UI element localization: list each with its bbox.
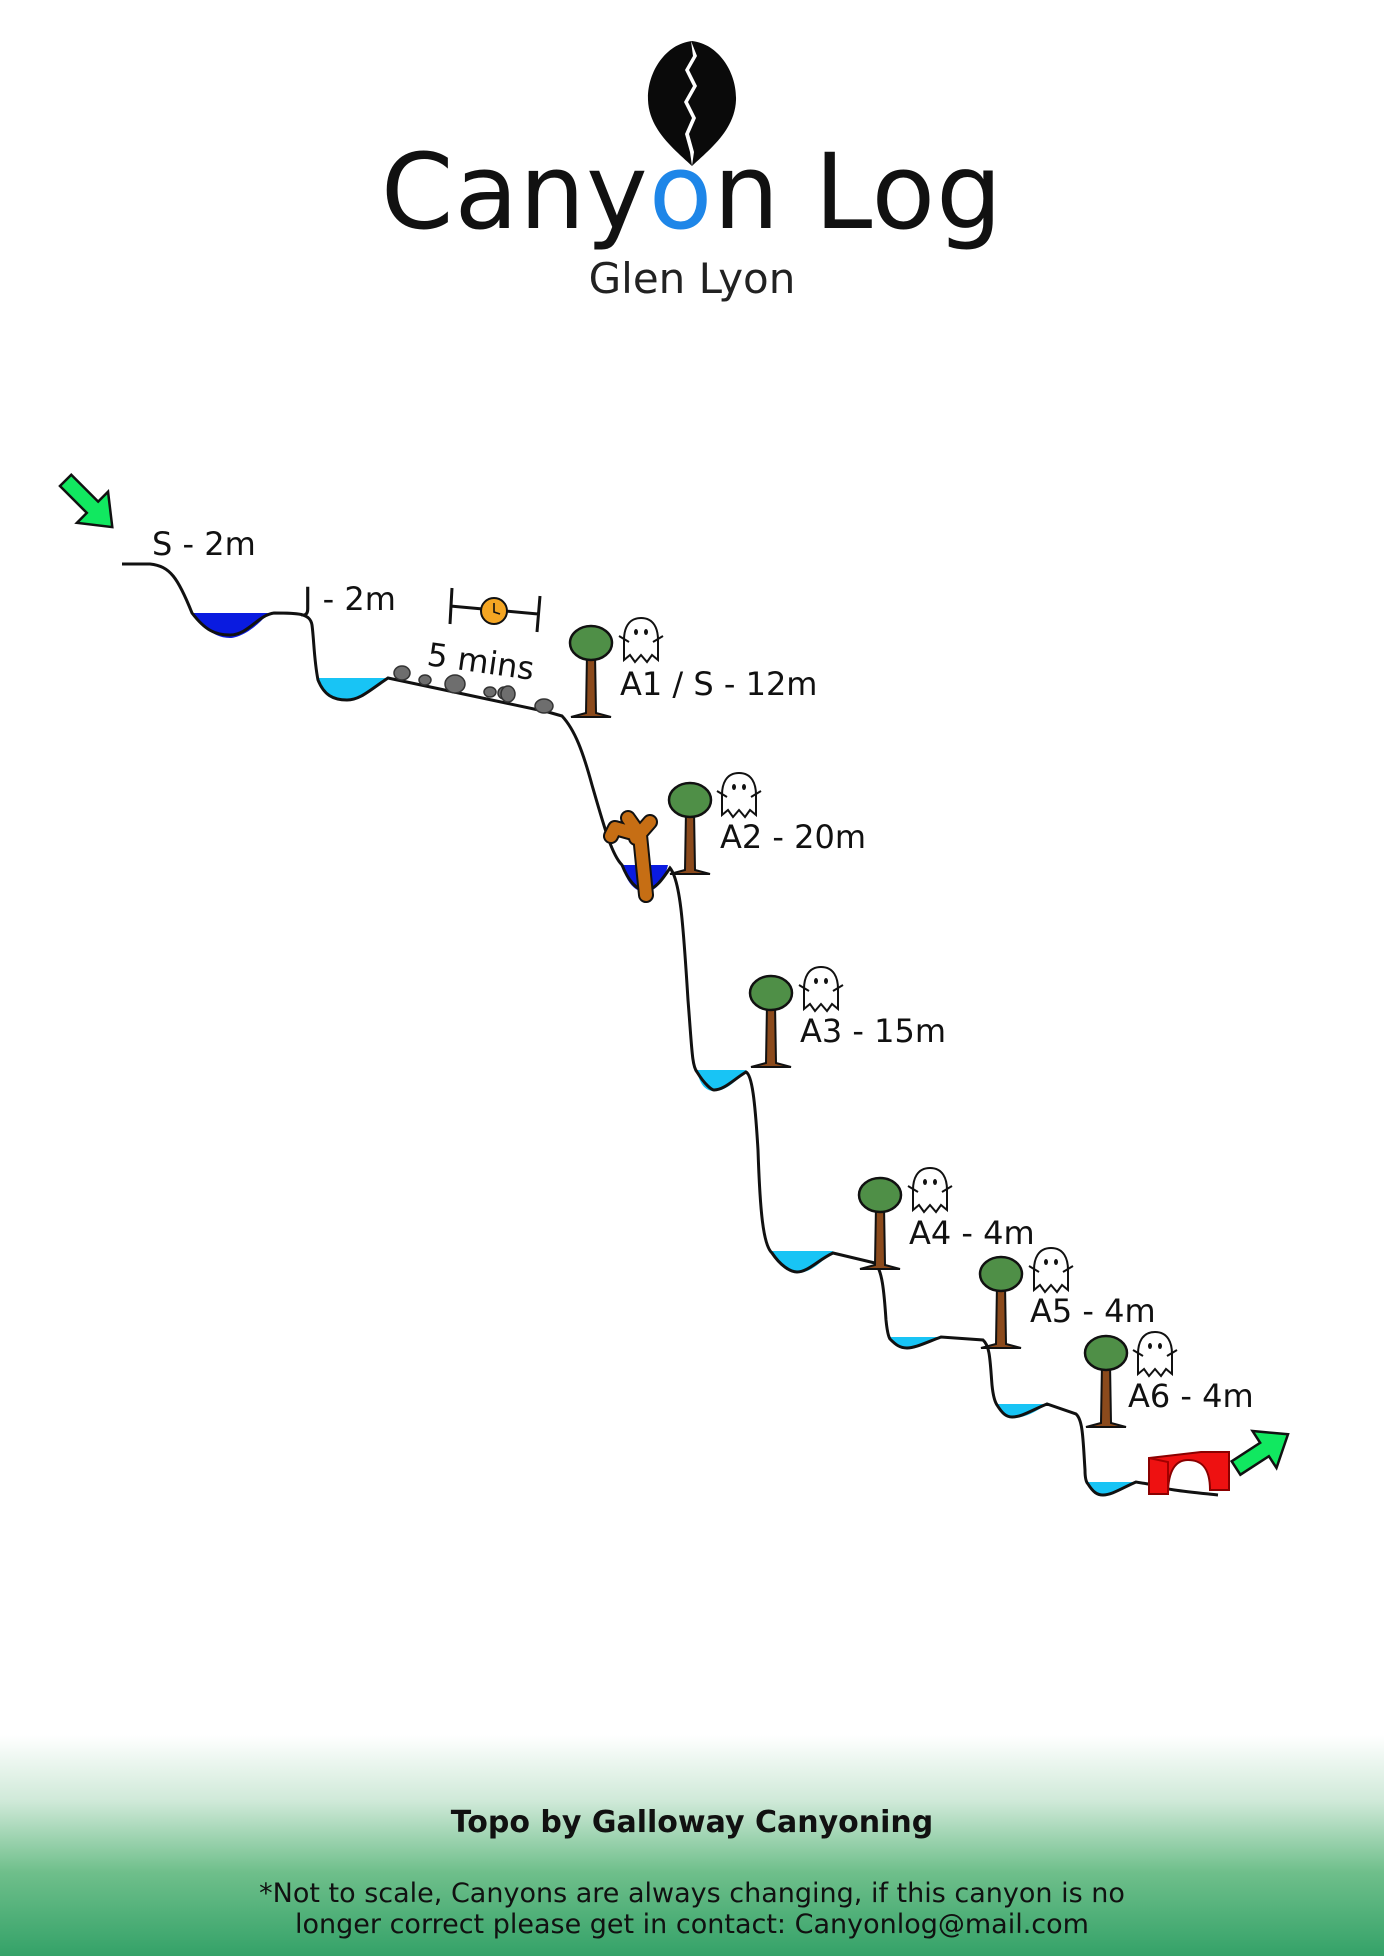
disclaimer-note: *Not to scale, Canyons are always changi… [0,1878,1384,1940]
ghost-icon [618,617,664,663]
disclaimer-line-1: *Not to scale, Canyons are always changi… [259,1878,1125,1909]
label-a6: A6 - 4m [1128,1377,1254,1415]
clock-icon [448,587,542,633]
exit-arrow-icon [1229,1429,1290,1477]
canyon-log-logo-icon [647,41,737,166]
page-subtitle: Glen Lyon [588,254,796,303]
ghost-icon [1028,1247,1074,1293]
label-s1: S - 2m [152,525,256,563]
pools [192,613,1136,1495]
log-jam-icon [603,810,658,903]
ghost-icon [798,966,844,1012]
label-walk-time: 5 mins [425,635,537,688]
tree-anchor-icon [667,781,713,876]
label-a2: A2 - 20m [720,818,866,856]
label-a3: A3 - 15m [800,1012,946,1050]
footer: Topo by Galloway Canyoning *Not to scale… [0,1735,1384,1956]
header: Canyon Log Glen Lyon [0,0,1384,320]
tree-anchor-icon [748,974,794,1069]
ghost-icon [907,1167,953,1213]
tree-anchor-icon [857,1176,903,1271]
label-a4: A4 - 4m [909,1214,1035,1252]
shallow-pool-5 [997,1404,1047,1418]
ghost-icon [1132,1331,1178,1377]
ghost-icon [716,772,762,818]
label-j1: J - 2m [301,580,396,618]
entry-arrow-icon [58,472,114,529]
tree-anchor-icon [568,624,614,719]
shallow-pool-1 [318,678,386,701]
tree-anchor-icon [978,1255,1024,1350]
topo-credit: Topo by Galloway Canyoning [450,1805,934,1840]
label-a1: A1 / S - 12m [620,665,817,703]
shallow-pool-6 [1088,1482,1136,1495]
rocks-icon [393,665,554,714]
bridge-icon [1148,1451,1230,1495]
tree-anchor-icon [1083,1334,1129,1429]
label-a5: A5 - 4m [1030,1292,1156,1330]
disclaimer-line-2: longer correct please get in contact: Ca… [295,1909,1089,1940]
shallow-pool-4 [890,1337,941,1348]
page-title: Canyon Log [380,131,1004,253]
canyon-profile-line [122,562,1219,1497]
canyon-topo-diagram: S - 2m J - 2m 5 mins A1 / S - 12m A2 - 2… [58,472,1290,1497]
